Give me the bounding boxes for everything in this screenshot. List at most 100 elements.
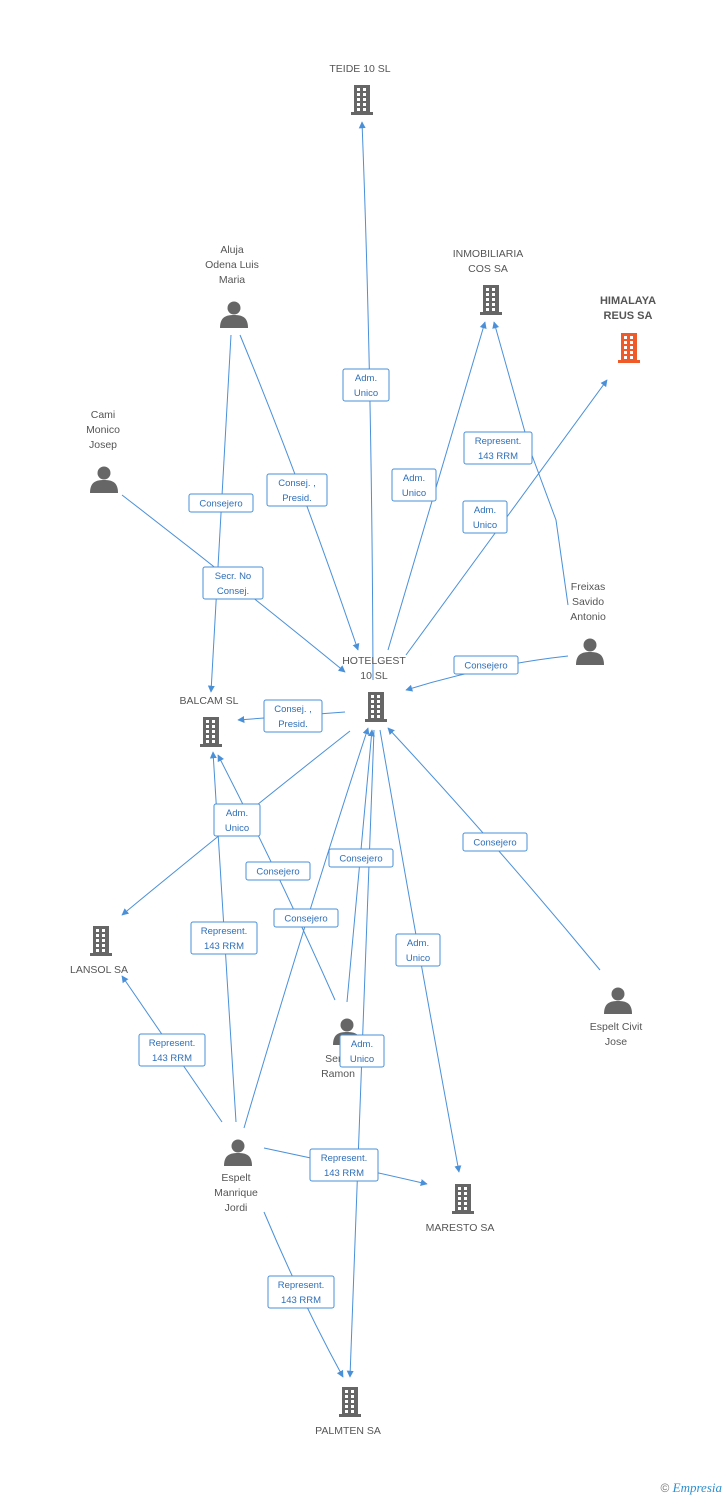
node-palmten[interactable]: PALMTEN SA	[315, 1387, 381, 1437]
node-label: HIMALAYA	[600, 295, 656, 307]
edge-label-box	[190, 921, 258, 955]
node-maresto[interactable]: MARESTO SA	[426, 1184, 495, 1234]
edge-label[interactable]: Consej. ,Presid.	[266, 473, 328, 507]
person-icon	[90, 466, 118, 493]
edge-label-text: 143 RRM	[204, 941, 244, 952]
node-label: COS SA	[468, 263, 508, 275]
person-icon	[604, 987, 632, 1014]
edge-label-text: 143 RRM	[324, 1168, 364, 1179]
node-label: Josep	[89, 439, 117, 451]
node-himalaya[interactable]: HIMALAYA REUS SA	[600, 295, 656, 363]
edge-label[interactable]: Consejero	[273, 908, 339, 928]
node-label: Manrique	[214, 1187, 258, 1199]
edge-label[interactable]: Adm. Unico	[342, 368, 390, 402]
node-teide[interactable]: TEIDE 10 SL	[329, 63, 391, 115]
edge-label-box	[453, 655, 519, 675]
edge-label-text: Represent.	[475, 436, 521, 447]
edge-label[interactable]: Represent.143 RRM	[463, 431, 533, 465]
edge-label-text: Secr. No	[215, 571, 251, 582]
node-lansol[interactable]: LANSOL SA	[70, 926, 128, 976]
edge-label-box	[328, 848, 394, 868]
edge-label[interactable]: Adm.Unico	[395, 933, 441, 967]
edge-label-box	[391, 468, 437, 502]
edge-label[interactable]: Adm.Unico	[213, 803, 261, 837]
node-label: INMOBILIARIA	[453, 248, 524, 260]
edge-label-text: Represent.	[278, 1280, 324, 1291]
edge-label-box	[342, 368, 390, 402]
edge-label-box	[273, 908, 339, 928]
edge-label-text: Consejero	[464, 661, 507, 672]
edge-label[interactable]: Consejero	[453, 655, 519, 675]
edge-label-text: Unico	[406, 953, 430, 964]
footer-brand: © Empresia	[660, 1480, 722, 1496]
node-inmob[interactable]: INMOBILIARIA COS SA	[453, 248, 524, 315]
edge-label-box	[395, 933, 441, 967]
edge-label[interactable]: Consejero	[462, 832, 528, 852]
edge-label-text: Unico	[225, 823, 249, 834]
edge-line	[387, 321, 487, 651]
edge-label-text: 143 RRM	[281, 1295, 321, 1306]
brand-name[interactable]: Empresia	[672, 1480, 722, 1495]
edge-label-text: Consejero	[199, 499, 242, 510]
edge-label-box	[309, 1148, 379, 1182]
node-label: Ramon	[321, 1068, 355, 1080]
node-label: Espelt Civit	[590, 1021, 643, 1033]
edge-label-text: Consejero	[473, 838, 516, 849]
building-icon	[90, 926, 112, 956]
nodes-layer: TEIDE 10 SL INMOBILIARIA COS SA HIMALAYA REU…	[70, 63, 656, 1437]
node-label: Freixas	[571, 581, 605, 593]
node-label: PALMTEN SA	[315, 1425, 381, 1437]
edge-label-box	[462, 500, 508, 534]
edge-label-text: Unico	[354, 388, 378, 399]
node-label: Antonio	[570, 611, 606, 623]
edge-label-text: Adm.	[351, 1039, 373, 1050]
edge-label-text: Unico	[402, 488, 426, 499]
edge-label[interactable]: Adm.Unico	[391, 468, 437, 502]
edge-label-text: Consejero	[339, 854, 382, 865]
person-icon	[220, 301, 248, 328]
edge-label-text: Unico	[473, 520, 497, 531]
building-icon	[480, 285, 502, 315]
node-label: Jordi	[225, 1202, 248, 1214]
edge-label-box	[463, 431, 533, 465]
node-label: Aluja	[220, 244, 244, 256]
edge-label[interactable]: Secr. No Consej.	[202, 566, 264, 600]
edge-line	[207, 334, 232, 693]
edge-label[interactable]: Consej. ,Presid.	[263, 699, 323, 733]
node-label: REUS SA	[604, 310, 653, 322]
edge-label-box	[263, 699, 323, 733]
edge-label[interactable]: Represent. 143 RRM	[267, 1275, 335, 1309]
node-label: Maria	[219, 274, 245, 286]
edge-label-text: Represent.	[321, 1153, 367, 1164]
node-label: MARESTO SA	[426, 1222, 495, 1234]
edge-label[interactable]: Adm. Unico	[462, 500, 508, 534]
node-balcam[interactable]: BALCAM SL	[180, 695, 239, 747]
node-label: Odena Luis	[205, 259, 259, 271]
edge-label-box	[188, 493, 254, 513]
edge-label[interactable]: Consejero	[188, 493, 254, 513]
node-label: TEIDE 10 SL	[329, 63, 390, 75]
edge-label[interactable]: Represent.143 RRM	[190, 921, 258, 955]
edge-label-text: Consej.	[217, 586, 249, 597]
edge-label[interactable]: Adm.Unico	[339, 1034, 385, 1068]
edge-label[interactable]: Represent.143 RRM	[138, 1033, 206, 1067]
building-icon	[618, 333, 640, 363]
building-icon	[365, 692, 387, 722]
edge-label[interactable]: Represent. 143 RRM	[309, 1148, 379, 1182]
edge-label-text: Adm.	[355, 373, 377, 384]
edge-label-box	[213, 803, 261, 837]
edge-label-text: Consejero	[256, 867, 299, 878]
node-label: Monico	[86, 424, 120, 436]
edge-label[interactable]: Consejero	[328, 848, 394, 868]
node-label: HOTELGEST	[342, 655, 406, 667]
edge-label[interactable]: Consejero	[245, 861, 311, 881]
node-label: Jose	[605, 1036, 627, 1048]
edge-label-text: Represent.	[149, 1038, 195, 1049]
edge-label-text: Adm.	[474, 505, 496, 516]
